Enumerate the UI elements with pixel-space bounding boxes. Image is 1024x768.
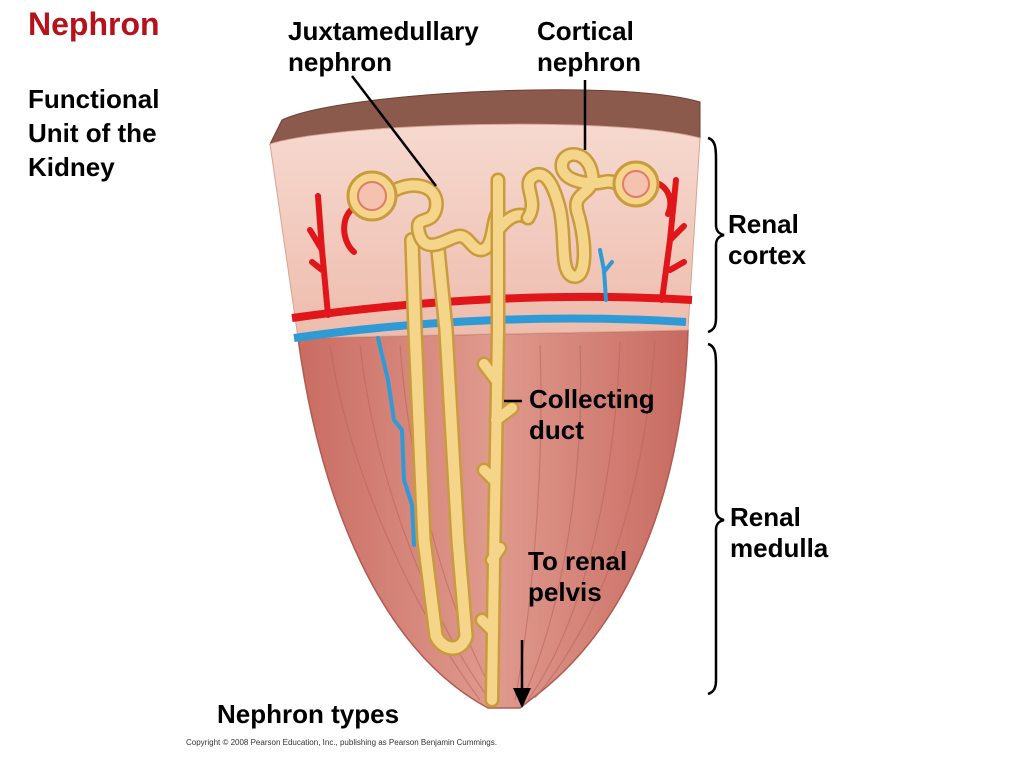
juxtamedullary-leader-line xyxy=(351,75,437,187)
glomerulus-left xyxy=(346,170,398,222)
cortical-nephron-label: Cortical nephron xyxy=(537,16,641,77)
nephron-types-caption: Nephron types xyxy=(217,699,400,729)
interlobular-vein xyxy=(598,248,614,302)
renal-cortex-label: Renal cortex xyxy=(728,209,807,270)
medulla-bracket xyxy=(707,342,725,696)
to-renal-pelvis-label: To renal pelvis xyxy=(528,546,628,607)
medulla-striations xyxy=(329,339,656,701)
interlobular-artery-left xyxy=(307,193,363,318)
glomerulus-right xyxy=(612,160,660,208)
page-subtitle: Functional Unit of the Kidney xyxy=(28,84,160,182)
arcuate-vein xyxy=(293,314,687,342)
vasa-recta-vein xyxy=(376,336,416,547)
copyright-notice: Copyright © 2008 Pearson Education, Inc.… xyxy=(186,738,497,747)
pelvis-arrow-head xyxy=(513,688,531,708)
renal-medulla-label: Renal medulla xyxy=(730,502,829,563)
collecting-duct-label: Collecting duct xyxy=(529,384,655,445)
interlobular-artery-right xyxy=(651,177,687,303)
page-title: Nephron xyxy=(28,6,160,42)
juxtamedullary-nephron-label: Juxtamedullary nephron xyxy=(288,16,479,77)
renal-cortex-region xyxy=(269,123,701,339)
cortex-bracket xyxy=(707,136,725,334)
